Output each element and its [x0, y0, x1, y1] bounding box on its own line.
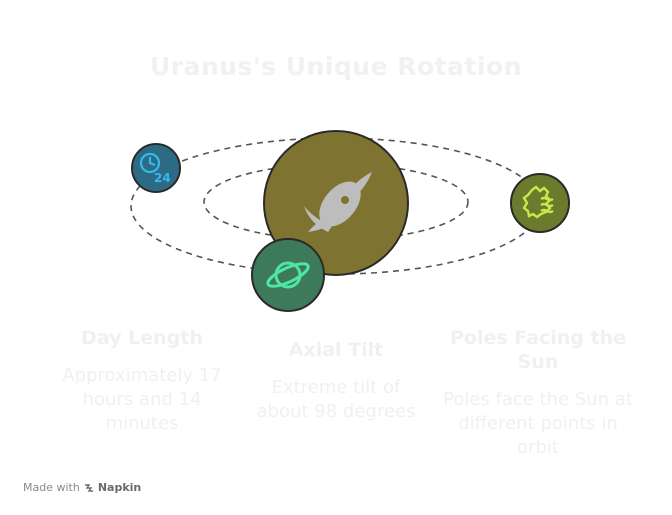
- section-heading: Axial Tilt: [288, 339, 384, 361]
- sun-icon: [522, 185, 554, 219]
- uranus-icon: [304, 172, 372, 232]
- section-axial-tilt: Axial Tilt Extreme tilt of about 98 degr…: [250, 338, 422, 424]
- section-heading: Day Length: [81, 327, 203, 349]
- sun-node: [510, 173, 570, 233]
- section-day-length: Day Length Approximately 17 hours and 14…: [52, 326, 232, 436]
- napkin-logo-icon: [84, 483, 93, 492]
- page-title: Uranus's Unique Rotation: [150, 52, 522, 81]
- section-text: Approximately 17 hours and 14 minutes: [62, 365, 222, 434]
- clock-24-icon: 24: [139, 152, 171, 185]
- section-heading: Poles Facing the Sun: [449, 327, 626, 373]
- footer-made-with: Made with: [23, 481, 80, 494]
- ringed-planet-node: [251, 238, 325, 312]
- footer: Made with Napkin: [23, 481, 141, 494]
- section-text: Poles face the Sun at different points i…: [443, 389, 633, 458]
- section-text: Extreme tilt of about 98 degrees: [256, 377, 416, 422]
- clock-node: 24: [131, 143, 181, 193]
- footer-brand: Napkin: [97, 481, 142, 494]
- ringed-planet-icon: [266, 261, 310, 289]
- central-planet: [263, 130, 409, 276]
- section-poles: Poles Facing the Sun Poles face the Sun …: [438, 326, 638, 460]
- clock-label: 24: [154, 171, 171, 185]
